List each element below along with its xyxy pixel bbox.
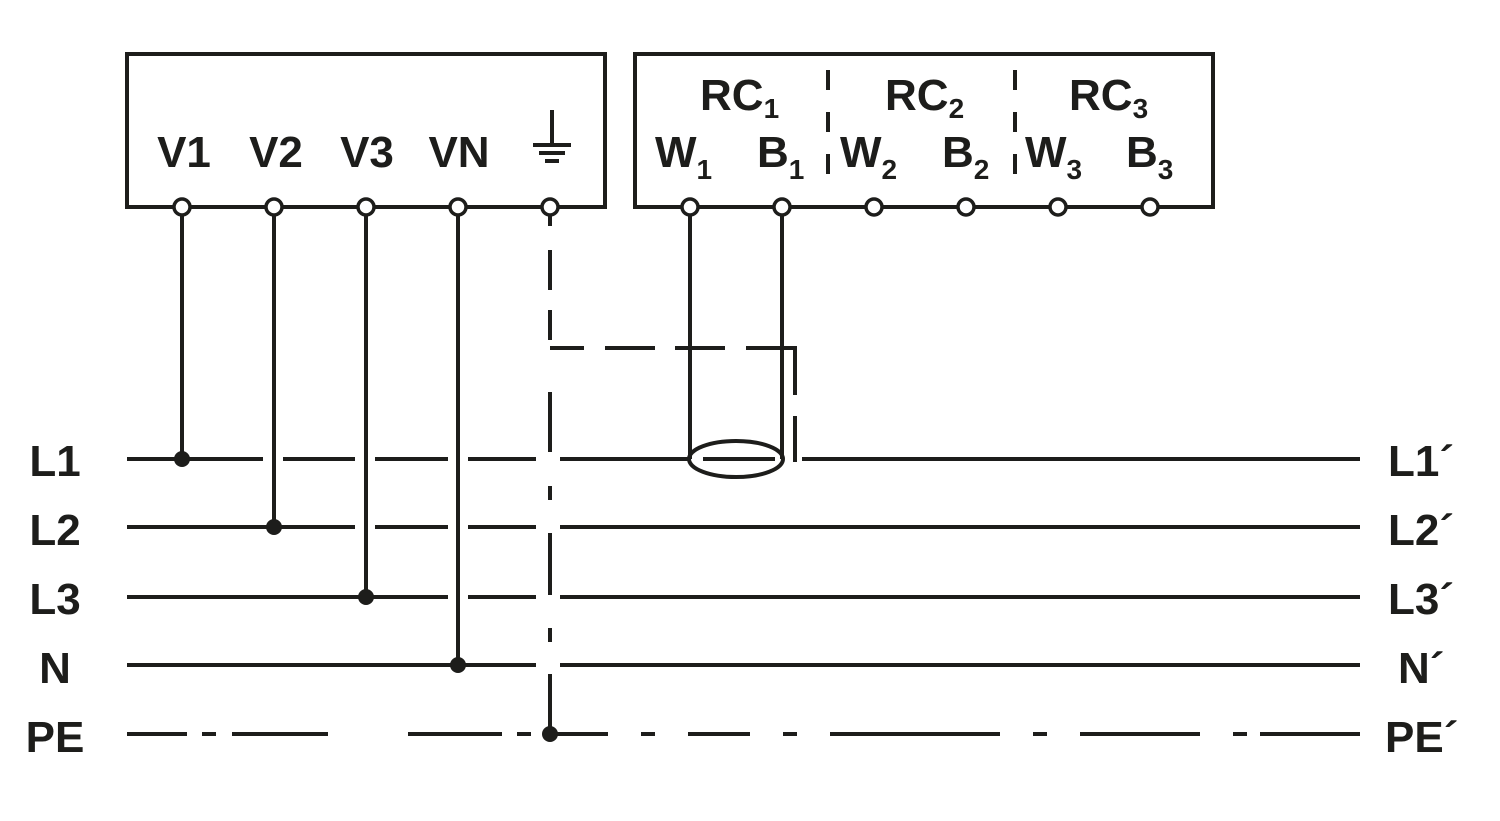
svg-text:RC2: RC2 [885, 71, 964, 124]
rc-group-1: RC1 W1 B1 [655, 71, 804, 185]
svg-text:B3: B3 [1126, 128, 1173, 185]
svg-text:B2: B2 [942, 128, 989, 185]
current-transformer [687, 439, 785, 479]
terminal-label-v3: V3 [340, 128, 394, 177]
protective-earth-icon [533, 110, 571, 163]
label-l1: L1 [29, 437, 80, 486]
cable-shield [550, 346, 797, 462]
label-l3-out: L3´ [1388, 575, 1454, 624]
svg-text:B1: B1 [757, 128, 804, 185]
current-input-box [633, 52, 1215, 209]
svg-text:W1: W1 [655, 128, 712, 185]
svg-text:RC3: RC3 [1069, 71, 1148, 124]
label-l3: L3 [29, 575, 80, 624]
svg-text:RC1: RC1 [700, 71, 779, 124]
label-l2: L2 [29, 506, 80, 555]
rc-group-2: RC2 W2 B2 [840, 71, 989, 185]
label-n: N [39, 644, 71, 693]
rc-group-3: RC3 W3 B3 [1025, 71, 1173, 185]
label-l2-out: L2´ [1388, 506, 1454, 555]
label-pe: PE [26, 713, 85, 762]
svg-text:W2: W2 [840, 128, 897, 185]
terminal-label-v2: V2 [249, 128, 303, 177]
label-l1-out: L1´ [1388, 437, 1454, 486]
terminals [172, 197, 1160, 217]
svg-text:W3: W3 [1025, 128, 1082, 185]
terminal-label-v1: V1 [157, 128, 211, 177]
junction-dots [174, 451, 558, 742]
terminal-label-vn: VN [428, 128, 489, 177]
label-n-out: N´ [1398, 644, 1444, 693]
label-pe-out: PE´ [1385, 713, 1458, 762]
